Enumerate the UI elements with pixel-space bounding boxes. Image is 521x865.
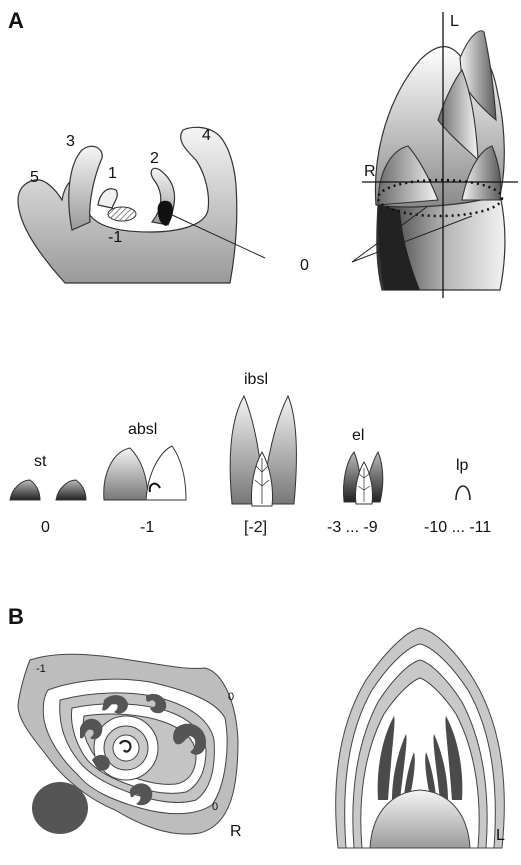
panel-a-letter: A [8, 8, 24, 33]
stage-lp: lp -10 ... -11 [424, 457, 491, 536]
stage-row: st 0 absl -1 ibsl [-2] el -3 ... -9 [10, 371, 491, 536]
longitudinal-section: L [336, 628, 505, 848]
transverse-section: -1 0 0 R [18, 654, 242, 840]
stage-st: st 0 [10, 453, 86, 536]
stage-absl-shape-right [146, 446, 186, 500]
stage-name: absl [128, 421, 157, 438]
transverse-core-center [113, 735, 139, 761]
stage-index: -3 ... -9 [327, 519, 378, 536]
primordium-label-3: 3 [66, 133, 75, 150]
section-label: 0 [212, 801, 218, 813]
section-label: 0 [228, 691, 234, 703]
primordium-1 [98, 189, 117, 208]
stage-st-shape-left [10, 480, 40, 500]
stage-lp-shape [456, 486, 470, 500]
axis-r-label: R [364, 163, 376, 180]
zero-label: 0 [300, 257, 309, 274]
section-label: -1 [36, 663, 46, 675]
stage-st-shape-right [56, 480, 86, 500]
primordium-label-5: 5 [30, 169, 39, 186]
stage-index: [-2] [244, 519, 267, 536]
apex-longitudinal-section: 1 2 3 4 5 -1 [18, 127, 265, 283]
stage-name: st [34, 453, 47, 470]
right-section-axis-label: L [496, 827, 505, 844]
stage-name: lp [456, 457, 469, 474]
stage-ibsl: ibsl [-2] [230, 371, 296, 536]
stage-name: el [352, 427, 364, 444]
stage-absl: absl -1 [104, 421, 186, 536]
stage-index: -10 ... -11 [424, 519, 491, 536]
left-section-axis-label: R [230, 823, 242, 840]
dark-disc [32, 782, 88, 834]
panel-b-letter: B [8, 604, 24, 629]
stage-absl-shape [104, 448, 148, 500]
primordium-3 [69, 146, 102, 230]
center-label: -1 [108, 229, 122, 246]
stage-index: -1 [140, 519, 154, 536]
primordium-label-1: 1 [108, 165, 117, 182]
primordium-label-2: 2 [150, 150, 159, 167]
primordium-label-4: 4 [202, 127, 211, 144]
incipient-primordium-hatched [108, 207, 136, 221]
apex-body [18, 127, 237, 283]
axis-l-label: L [450, 13, 459, 30]
stage-name: ibsl [244, 371, 268, 388]
stage-index: 0 [41, 519, 50, 536]
stage-el: el -3 ... -9 [327, 427, 383, 536]
bud-3d: L R [352, 12, 518, 298]
